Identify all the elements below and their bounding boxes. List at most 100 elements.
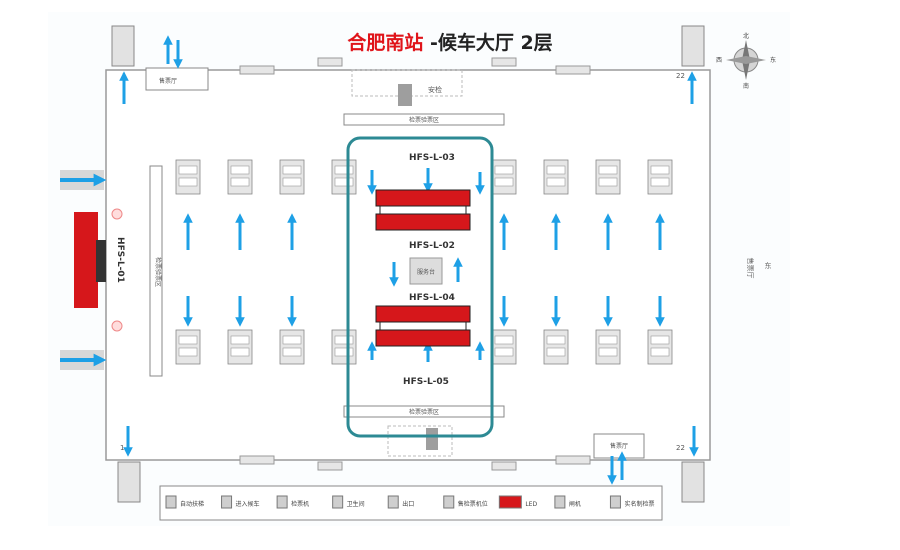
gate-cluster-bottom-5-slot-a — [546, 335, 566, 345]
left-bench — [149, 165, 163, 377]
gate-cluster-top-3-slot-b — [334, 177, 354, 187]
gate-cluster-bottom-3-slot-a — [334, 335, 354, 345]
map-title: 合肥南站 -候车大厅 2层 — [0, 28, 900, 55]
gate-number-right-top: 22 — [676, 72, 685, 80]
gate-cluster-top-0 — [175, 159, 201, 195]
gate-cluster-top-0-slot-b — [178, 177, 198, 187]
left-bench-label: 检票验票区 — [154, 257, 162, 287]
counter-top — [343, 113, 505, 126]
gate-cluster-bottom-1-slot-a — [230, 335, 250, 345]
security-arrow-block — [398, 84, 412, 106]
security-label: 安检 — [428, 85, 442, 94]
legend-swatch-6 — [498, 495, 522, 509]
compass-e: 东 — [770, 56, 776, 64]
legend-swatch-3 — [332, 495, 344, 509]
gate-cluster-bottom-1 — [227, 329, 253, 365]
gate-cluster-top-3 — [331, 159, 357, 195]
led-board-l04-bottom — [375, 329, 471, 347]
ticket-room-bottom-right-label: 售票厅 — [610, 442, 628, 450]
counter-bottom-label: 检票验票区 — [409, 408, 439, 416]
marker-left-top — [111, 208, 123, 220]
gate-cluster-top-6-slot-a — [598, 165, 618, 175]
gate-cluster-bottom-2-slot-a — [282, 335, 302, 345]
gate-cluster-top-4 — [491, 159, 517, 195]
bottom-channel-block — [426, 428, 438, 450]
compass-s: 南 — [743, 82, 749, 90]
gate-cluster-bottom-7 — [647, 329, 673, 365]
counter-top-label: 检票验票区 — [409, 116, 439, 124]
marker-left-bottom — [111, 320, 123, 332]
gate-cluster-top-7-slot-b — [650, 177, 670, 187]
gate-number-left-bottom: 1 — [120, 444, 124, 452]
gate-cluster-bottom-7-slot-a — [650, 335, 670, 345]
led-panel-l01 — [74, 212, 98, 308]
gate-grid — [119, 35, 699, 485]
legend-label-0: 自动扶梯 — [180, 500, 204, 508]
gate-cluster-top-2-slot-b — [282, 177, 302, 187]
legend-swatch-7 — [554, 495, 566, 509]
floor-name: -候车大厅 2层 — [423, 32, 553, 54]
legend-label-8: 实名制检票 — [624, 500, 654, 508]
legend-swatch-5 — [443, 495, 455, 509]
gate-cluster-bottom-4 — [491, 329, 517, 365]
legend-swatch-4 — [387, 495, 399, 509]
compass-n: 北 — [743, 32, 749, 40]
gate-cluster-top-6-slot-b — [598, 177, 618, 187]
gate-cluster-bottom-0 — [175, 329, 201, 365]
gate-cluster-top-1-slot-b — [230, 177, 250, 187]
compass-rose: 北 南 西 东 — [716, 32, 776, 90]
led-board-l02-top — [375, 189, 471, 207]
gate-cluster-bottom-4-slot-b — [494, 347, 514, 357]
center-service-box — [409, 257, 443, 285]
legend-swatch-2 — [276, 495, 288, 509]
gate-cluster-top-1 — [227, 159, 253, 195]
gate-cluster-top-7-slot-a — [650, 165, 670, 175]
led-board-l02-bottom — [375, 213, 471, 231]
screen-label-l03: HFS-L-03 — [409, 153, 455, 163]
legend-bar — [159, 485, 663, 521]
gate-cluster-top-2-slot-a — [282, 165, 302, 175]
compass-w: 西 — [716, 57, 722, 64]
ticket-room-top-left-label: 售票厅 — [159, 77, 177, 85]
gate-cluster-top-2 — [279, 159, 305, 195]
door-stubs — [239, 57, 591, 471]
gate-cluster-top-0-slot-a — [178, 165, 198, 175]
bottom-channel — [387, 425, 453, 457]
gate-cluster-top-3-slot-a — [334, 165, 354, 175]
gate-cluster-bottom-0-slot-b — [178, 347, 198, 357]
legend-label-3: 卫生间 — [347, 500, 365, 508]
gate-cluster-bottom-3 — [331, 329, 357, 365]
legend-label-2: 检票机 — [291, 500, 309, 508]
gate-cluster-bottom-6 — [595, 329, 621, 365]
legend-label-1: 进入候车 — [236, 500, 260, 508]
screen-label-l01: HFS-L-01 — [115, 237, 125, 283]
gate-cluster-bottom-0-slot-a — [178, 335, 198, 345]
gate-cluster-bottom-1-slot-b — [230, 347, 250, 357]
led-panel-l01-frame — [96, 240, 106, 282]
gate-cluster-bottom-6-slot-b — [598, 347, 618, 357]
gate-cluster-bottom-7-slot-b — [650, 347, 670, 357]
legend-label-6: LED — [525, 501, 537, 508]
gate-cluster-bottom-6-slot-a — [598, 335, 618, 345]
legend-swatch-0 — [165, 495, 177, 509]
corner-pillars — [111, 25, 705, 503]
gate-cluster-top-5-slot-a — [546, 165, 566, 175]
right-side-label-b: 东 — [765, 261, 772, 270]
gate-cluster-bottom-3-slot-b — [334, 347, 354, 357]
led-board-l04-mid — [379, 321, 467, 331]
led-board-l04-top — [375, 305, 471, 323]
legend-swatch-8 — [609, 495, 621, 509]
gate-cluster-top-7 — [647, 159, 673, 195]
building-outline — [105, 69, 711, 461]
legend-label-7: 闸机 — [569, 500, 581, 508]
gate-cluster-bottom-5-slot-b — [546, 347, 566, 357]
gate-cluster-bottom-4-slot-a — [494, 335, 514, 345]
screen-label-l02: HFS-L-02 — [409, 241, 455, 251]
gate-cluster-top-5 — [543, 159, 569, 195]
gate-cluster-bottom-5 — [543, 329, 569, 365]
center-service-label: 服务台 — [417, 268, 435, 276]
legend-label-4: 出口 — [402, 500, 414, 508]
led-board-l02-mid — [379, 205, 467, 215]
